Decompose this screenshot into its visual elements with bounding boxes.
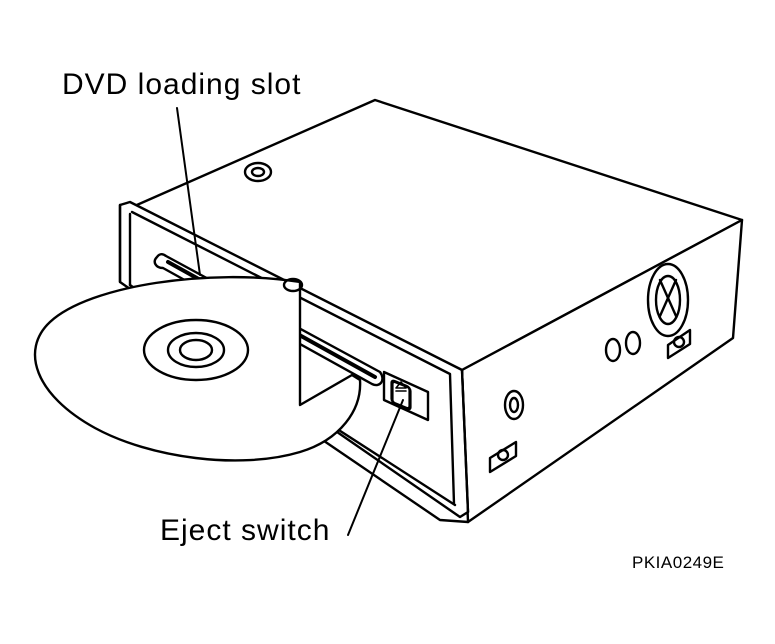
eject-leader-line	[347, 399, 404, 536]
side-bracket-1	[488, 440, 518, 474]
side-screw-1	[503, 389, 525, 421]
dvd-disc	[33, 275, 362, 462]
eject-switch-panel	[382, 370, 430, 422]
side-screw-2	[604, 337, 622, 363]
disc-ring-outer	[142, 318, 250, 382]
dvd-loading-slot-label: DVD loading slot	[62, 68, 302, 101]
eject-icon	[395, 381, 407, 392]
top-screw	[243, 161, 273, 183]
bezel-screw	[282, 277, 304, 293]
disc-hole	[178, 338, 214, 362]
slot-leader-line	[176, 107, 201, 276]
screws	[243, 161, 692, 474]
side-vent	[646, 262, 690, 338]
bezel-inner-outline	[130, 210, 456, 506]
side-bracket-2	[666, 328, 692, 360]
side-screw-3	[624, 330, 642, 356]
disc-ring-middle	[166, 331, 226, 369]
eject-switch-label: Eject switch	[160, 514, 331, 547]
figure-code: PKIA0249E	[632, 553, 725, 572]
